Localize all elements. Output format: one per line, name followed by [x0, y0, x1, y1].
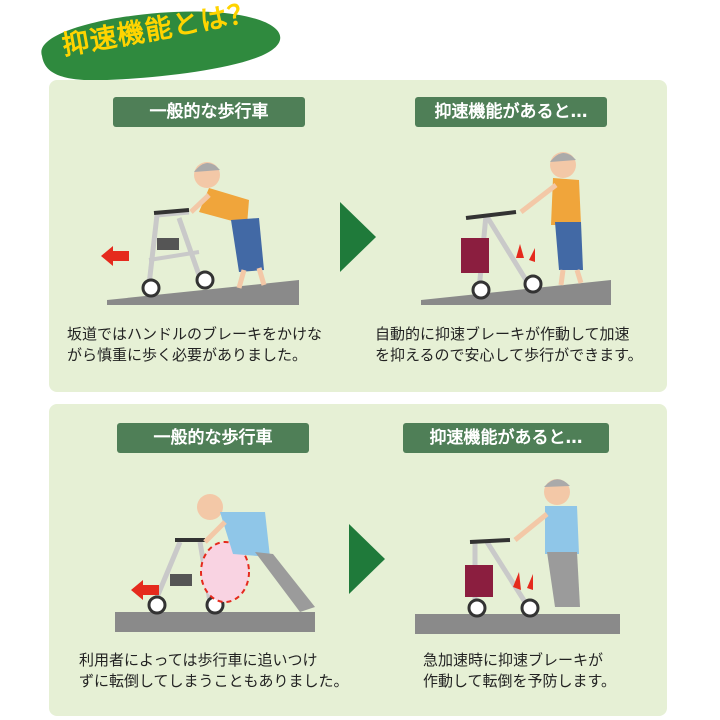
title-bubble: 抑速機能とは？: [22, 0, 292, 98]
caption-line: 利用者によっては歩行車に追いつけ: [79, 651, 318, 669]
bottom-panel: 一般的な歩行車 抑速機能があると… 利用者によ: [49, 404, 667, 716]
bottom-left-illustration: [115, 494, 315, 632]
top-right-caption: 自動的に抑速ブレーキが作動して加速 を抑えるので安心して歩行ができます。: [375, 324, 643, 366]
top-left-arrow-icon: [101, 246, 129, 266]
top-right-label: 抑速機能があると…: [415, 97, 607, 127]
caption-line: がら慎重に歩く必要がありました。: [67, 346, 308, 364]
bottom-next-icon: [349, 524, 385, 594]
bottom-right-illustration: [415, 479, 620, 634]
caption-line: 作動して転倒を予防します。: [423, 672, 617, 690]
caption-line: ずに転倒してしまうこともありました。: [79, 672, 349, 690]
bottom-left-label: 一般的な歩行車: [117, 423, 309, 453]
caption-line: 坂道ではハンドルのブレーキをかけな: [67, 325, 323, 343]
top-right-illustration: [421, 152, 611, 305]
caption-line: 自動的に抑速ブレーキが作動して加速: [375, 325, 630, 343]
bottom-left-caption: 利用者によっては歩行車に追いつけ ずに転倒してしまうこともありました。: [79, 650, 349, 692]
top-panel: 一般的な歩行車 抑速機能があると…: [49, 80, 667, 392]
bubble-shape: [41, 11, 281, 98]
caption-line: 急加速時に抑速ブレーキが: [423, 651, 604, 669]
bottom-right-label: 抑速機能があると…: [403, 423, 609, 453]
top-left-caption: 坂道ではハンドルのブレーキをかけな がら慎重に歩く必要がありました。: [67, 324, 322, 366]
caption-line: を抑えるので安心して歩行ができます。: [375, 346, 643, 364]
bottom-right-caption: 急加速時に抑速ブレーキが 作動して転倒を予防します。: [423, 650, 616, 692]
top-next-icon: [340, 202, 376, 272]
bottom-left-arrow-icon: [131, 580, 159, 600]
top-left-label: 一般的な歩行車: [113, 97, 305, 127]
top-left-illustration: [107, 162, 299, 305]
